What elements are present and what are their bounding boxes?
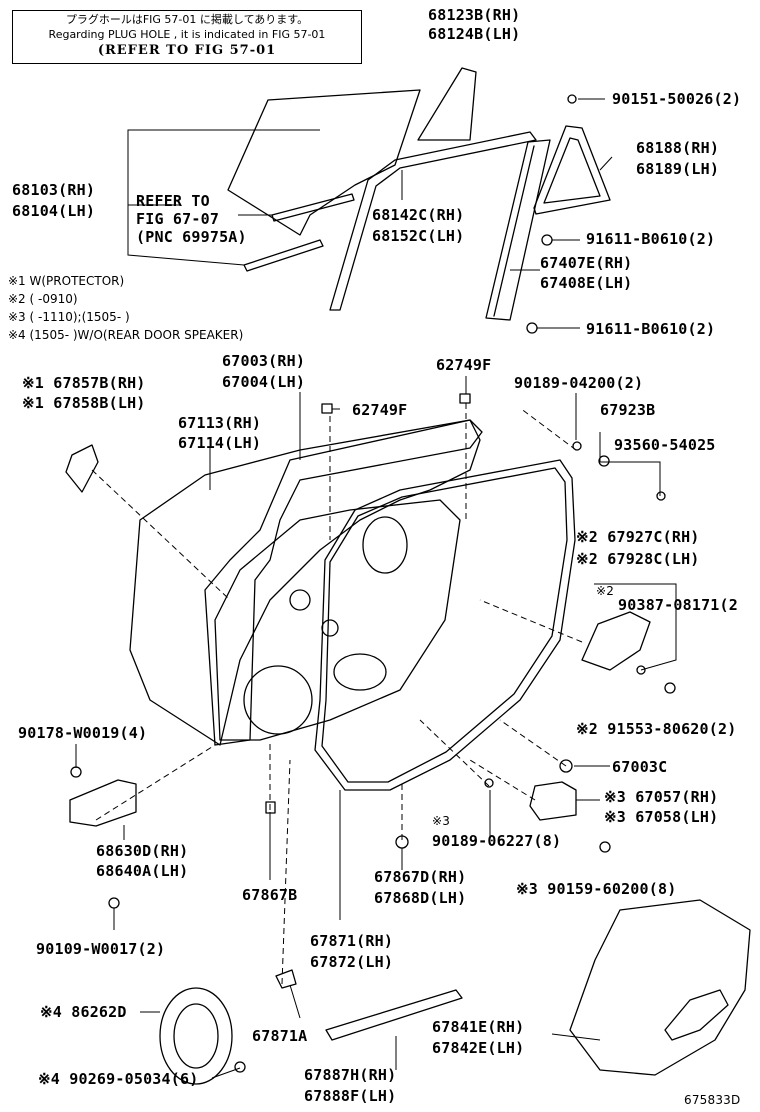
part-label-67113: 67113(RH) — [178, 414, 262, 432]
part-label-68152c: 68152C(LH) — [372, 227, 465, 245]
part-label-67058: ※3 67058(LH) — [604, 808, 719, 826]
part-label-68124b: 68124B(LH) — [428, 25, 521, 43]
part-label-67408e: 67408E(LH) — [540, 274, 633, 292]
part-label-67842e: 67842E(LH) — [432, 1039, 525, 1057]
part-label-90151: 90151-50026(2) — [612, 90, 742, 108]
hole-cover — [570, 900, 750, 1075]
part-label-67857b: ※1 67857B(RH) — [22, 374, 146, 392]
part-label-90387: 90387-08171(2 — [618, 596, 738, 614]
service-hole — [334, 654, 386, 690]
legend-note-1: ※1 W(PROTECTOR) — [8, 274, 125, 288]
part-label-93560: 93560-54025 — [614, 436, 716, 454]
part-label-91611-lower: 91611-B0610(2) — [586, 320, 716, 338]
note-line-1: プラグホールはFIG 57-01 に掲載してあります。 — [65, 13, 309, 26]
door-frame — [205, 420, 482, 745]
part-label-67867b: 67867B — [242, 886, 298, 904]
part-label-90159: ※3 90159-60200(8) — [516, 880, 677, 898]
belt-strip-lower — [244, 240, 323, 271]
refer-line-2: FIG 67-07 — [136, 210, 220, 228]
part-label-68142c: 68142C(RH) — [372, 206, 465, 224]
part-label-67928c: ※2 67928C(LH) — [576, 550, 700, 568]
part-label-62749f: 62749F — [352, 401, 408, 419]
part-label-68103: 68103(RH) — [12, 181, 96, 199]
part-label-86262d: ※4 86262D — [40, 1003, 127, 1021]
figure-code: 675833D — [684, 1093, 741, 1107]
fig-note-box: プラグホールはFIG 57-01 に掲載してあります。 Regarding PL… — [12, 10, 362, 64]
part-label-67407e: 67407E(RH) — [540, 254, 633, 272]
part-label-67004: 67004(LH) — [222, 373, 306, 391]
part-label-67003c: 67003C — [612, 758, 668, 776]
part-mark-90387: ※2 — [596, 584, 615, 598]
legend-note-4: ※4 (1505- )W/O(REAR DOOR SPEAKER) — [8, 328, 244, 342]
note-line-3: (REFER TO FIG 57-01 — [97, 43, 277, 58]
part-label-67888f: 67888F(LH) — [304, 1087, 397, 1105]
part-mark-90189-06227: ※3 — [432, 814, 451, 828]
part-label-90178: 90178-W0019(4) — [18, 724, 148, 742]
plug-62749f — [322, 404, 332, 413]
run-channel — [486, 140, 550, 320]
speaker — [160, 988, 232, 1084]
weatherstrip — [315, 460, 575, 790]
note-line-2: Regarding PLUG HOLE , it is indicated in… — [48, 28, 326, 41]
part-label-67871a: 67871A — [252, 1027, 308, 1045]
part-label-67872: 67872(LH) — [310, 953, 394, 971]
part-label-67868d: 67868D(LH) — [374, 889, 467, 907]
part-label-67841e: 67841E(RH) — [432, 1018, 525, 1036]
part-label-67887h: 67887H(RH) — [304, 1066, 397, 1084]
part-label-91553: ※2 91553-80620(2) — [576, 720, 737, 738]
bolt-upper — [542, 235, 552, 245]
refer-line-3: (PNC 69975A) — [136, 228, 247, 246]
speaker-opening — [244, 666, 312, 734]
outer-panel — [130, 420, 480, 745]
door-lock — [530, 782, 576, 820]
part-label-67927c: ※2 67927C(RH) — [576, 528, 700, 546]
part-label-90269: ※4 90269-05034(6) — [38, 1070, 199, 1088]
part-label-62749f-top: 62749F — [436, 356, 492, 374]
part-label-67057: ※3 67057(RH) — [604, 788, 719, 806]
quarter-frame — [534, 126, 610, 214]
legend-note-3: ※3 ( -1110);(1505- ) — [8, 310, 130, 324]
part-label-67923b: 67923B — [600, 401, 656, 419]
part-label-67871: 67871(RH) — [310, 932, 394, 950]
inner-panel — [215, 500, 460, 740]
part-label-67114: 67114(LH) — [178, 434, 262, 452]
door-check — [70, 780, 136, 826]
part-label-68188: 68188(RH) — [636, 139, 720, 157]
part-label-68189: 68189(LH) — [636, 160, 720, 178]
belt-moulding — [326, 990, 462, 1040]
clip-67003c — [560, 760, 572, 772]
part-label-68640a: 68640A(LH) — [96, 862, 189, 880]
clip-top — [568, 95, 576, 103]
part-label-90189-06227: 90189-06227(8) — [432, 832, 562, 850]
part-label-68630d: 68630D(RH) — [96, 842, 189, 860]
part-label-67867d: 67867D(RH) — [374, 868, 467, 886]
refer-line-1: REFER TO — [136, 192, 210, 210]
belt-strip-upper — [272, 194, 354, 221]
quarter-glass — [418, 68, 476, 140]
part-label-90189-04200: 90189-04200(2) — [514, 374, 644, 392]
part-label-68104: 68104(LH) — [12, 202, 96, 220]
check-bolt — [71, 767, 81, 777]
glass-run — [330, 132, 536, 310]
part-label-68123b: 68123B(RH) — [428, 6, 521, 24]
lock-bracket — [582, 612, 650, 670]
part-label-67858b: ※1 67858B(LH) — [22, 394, 146, 412]
part-label-67003: 67003(RH) — [222, 352, 306, 370]
legend-note-2: ※2 ( -0910) — [8, 292, 78, 306]
part-label-91611-upper: 91611-B0610(2) — [586, 230, 716, 248]
protector-sheet — [66, 445, 98, 492]
bolt-lower — [527, 323, 537, 333]
part-label-90109: 90109-W0017(2) — [36, 940, 166, 958]
